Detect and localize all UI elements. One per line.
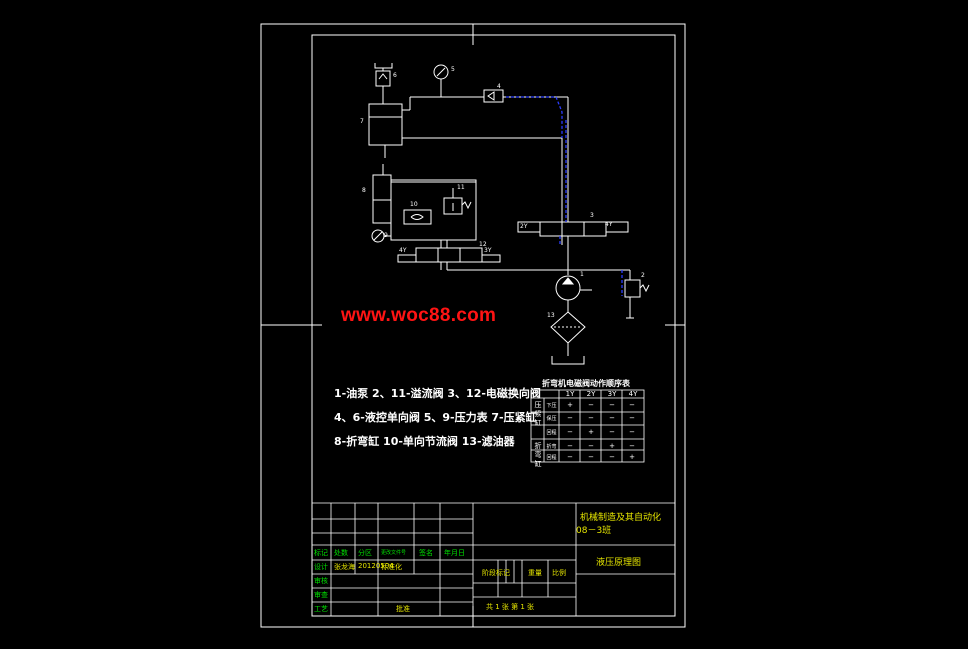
label-zone: 分区 xyxy=(358,549,372,557)
valve3-right-label: 4Y xyxy=(605,221,613,228)
table-cell: − xyxy=(629,428,635,436)
pilot-lines xyxy=(506,96,623,296)
label-doc: 更改文件号 xyxy=(381,550,407,556)
component-label-1: 1 xyxy=(580,271,584,278)
component-label-6: 6 xyxy=(393,72,397,79)
label-ymd: 年月日 xyxy=(444,549,465,557)
table-row-label: 保压 xyxy=(546,416,557,422)
label-stage: 阶段标记 xyxy=(482,569,510,577)
label-sign: 签名 xyxy=(419,549,433,557)
table-cell: − xyxy=(609,401,615,409)
table-header-4Y: 4Y xyxy=(628,390,638,398)
table-cell: − xyxy=(567,442,573,450)
label-design: 设计 xyxy=(314,563,328,571)
action-table-grid xyxy=(530,389,645,463)
component-label-8: 8 xyxy=(362,187,366,194)
drawing-name: 液压原理图 xyxy=(596,558,642,568)
legend-line-1: 1-油泵 2、11-溢流阀 3、12-电磁换向阀 xyxy=(334,387,541,400)
label-scale: 比例 xyxy=(552,569,566,577)
table-cell: − xyxy=(588,442,594,450)
table-row-label: 回程 xyxy=(546,430,557,436)
table-header-1Y: 1Y xyxy=(565,390,575,398)
table-cell: − xyxy=(609,414,615,422)
legend-line-2: 4、6-液控单向阀 5、9-压力表 7-压紧缸 xyxy=(334,411,537,424)
table-cell: + xyxy=(609,442,615,450)
table-cell: − xyxy=(629,414,635,422)
component-label-12: 12 xyxy=(479,241,487,248)
label-sheets: 共 1 张 第 1 张 xyxy=(486,603,535,611)
table-group-label: 压紧缸 xyxy=(534,401,542,427)
watermark-text: www.woc88.com xyxy=(341,305,497,326)
component-label-4: 4 xyxy=(497,83,501,90)
valve12-right-label: 3Y xyxy=(484,247,492,254)
table-cell: − xyxy=(588,453,594,461)
table-group-label: 折弯缸 xyxy=(534,442,542,468)
component-label-11: 11 xyxy=(457,184,465,191)
table-cell: − xyxy=(629,442,635,450)
hydraulic-circuit xyxy=(368,63,650,365)
table-cell: − xyxy=(588,414,594,422)
component-label-2: 2 xyxy=(641,272,645,279)
component-label-13: 13 xyxy=(547,312,555,319)
table-cell: − xyxy=(588,401,594,409)
valve3-left-label: 2Y xyxy=(520,223,528,230)
label-check: 审核 xyxy=(314,577,328,585)
component-label-3: 3 xyxy=(590,212,594,219)
table-cell: − xyxy=(567,453,573,461)
table-cell: − xyxy=(609,453,615,461)
table-header-3Y: 3Y xyxy=(607,390,617,398)
table-row-label: 回程 xyxy=(546,455,557,461)
table-cell: − xyxy=(609,428,615,436)
action-table-title: 折弯机电磁阀动作顺序表 xyxy=(542,379,630,388)
label-standard: 标准化 xyxy=(381,563,402,571)
label-review: 审查 xyxy=(314,591,328,599)
project-class: 08－3班 xyxy=(576,526,612,536)
legend-line-3: 8-折弯缸 10-单向节流阀 13-滤油器 xyxy=(334,435,515,448)
label-process: 工艺 xyxy=(314,605,328,613)
table-cell: + xyxy=(629,453,635,461)
component-label-7: 7 xyxy=(360,118,364,125)
label-approve: 批准 xyxy=(396,605,410,613)
table-cell: + xyxy=(567,401,573,409)
valve12-left-label: 4Y xyxy=(399,247,407,254)
table-cell: − xyxy=(567,414,573,422)
project-name: 机械制造及其自动化 xyxy=(580,513,662,523)
table-row-label: 折弯 xyxy=(546,444,557,450)
table-cell: − xyxy=(629,401,635,409)
designer-name: 张龙海 xyxy=(334,563,355,571)
table-row-label: 下压 xyxy=(546,403,557,409)
label-mark: 标记 xyxy=(314,549,328,557)
title-block-grid xyxy=(312,502,675,616)
label-count: 处数 xyxy=(334,549,348,557)
component-label-9: 9 xyxy=(384,232,388,239)
table-cell: + xyxy=(588,428,594,436)
component-label-10: 10 xyxy=(410,201,418,208)
design-date: 20120504 xyxy=(358,562,394,570)
table-header-2Y: 2Y xyxy=(586,390,596,398)
table-cell: − xyxy=(567,428,573,436)
component-label-5: 5 xyxy=(451,66,455,73)
label-weight: 重量 xyxy=(528,569,542,577)
